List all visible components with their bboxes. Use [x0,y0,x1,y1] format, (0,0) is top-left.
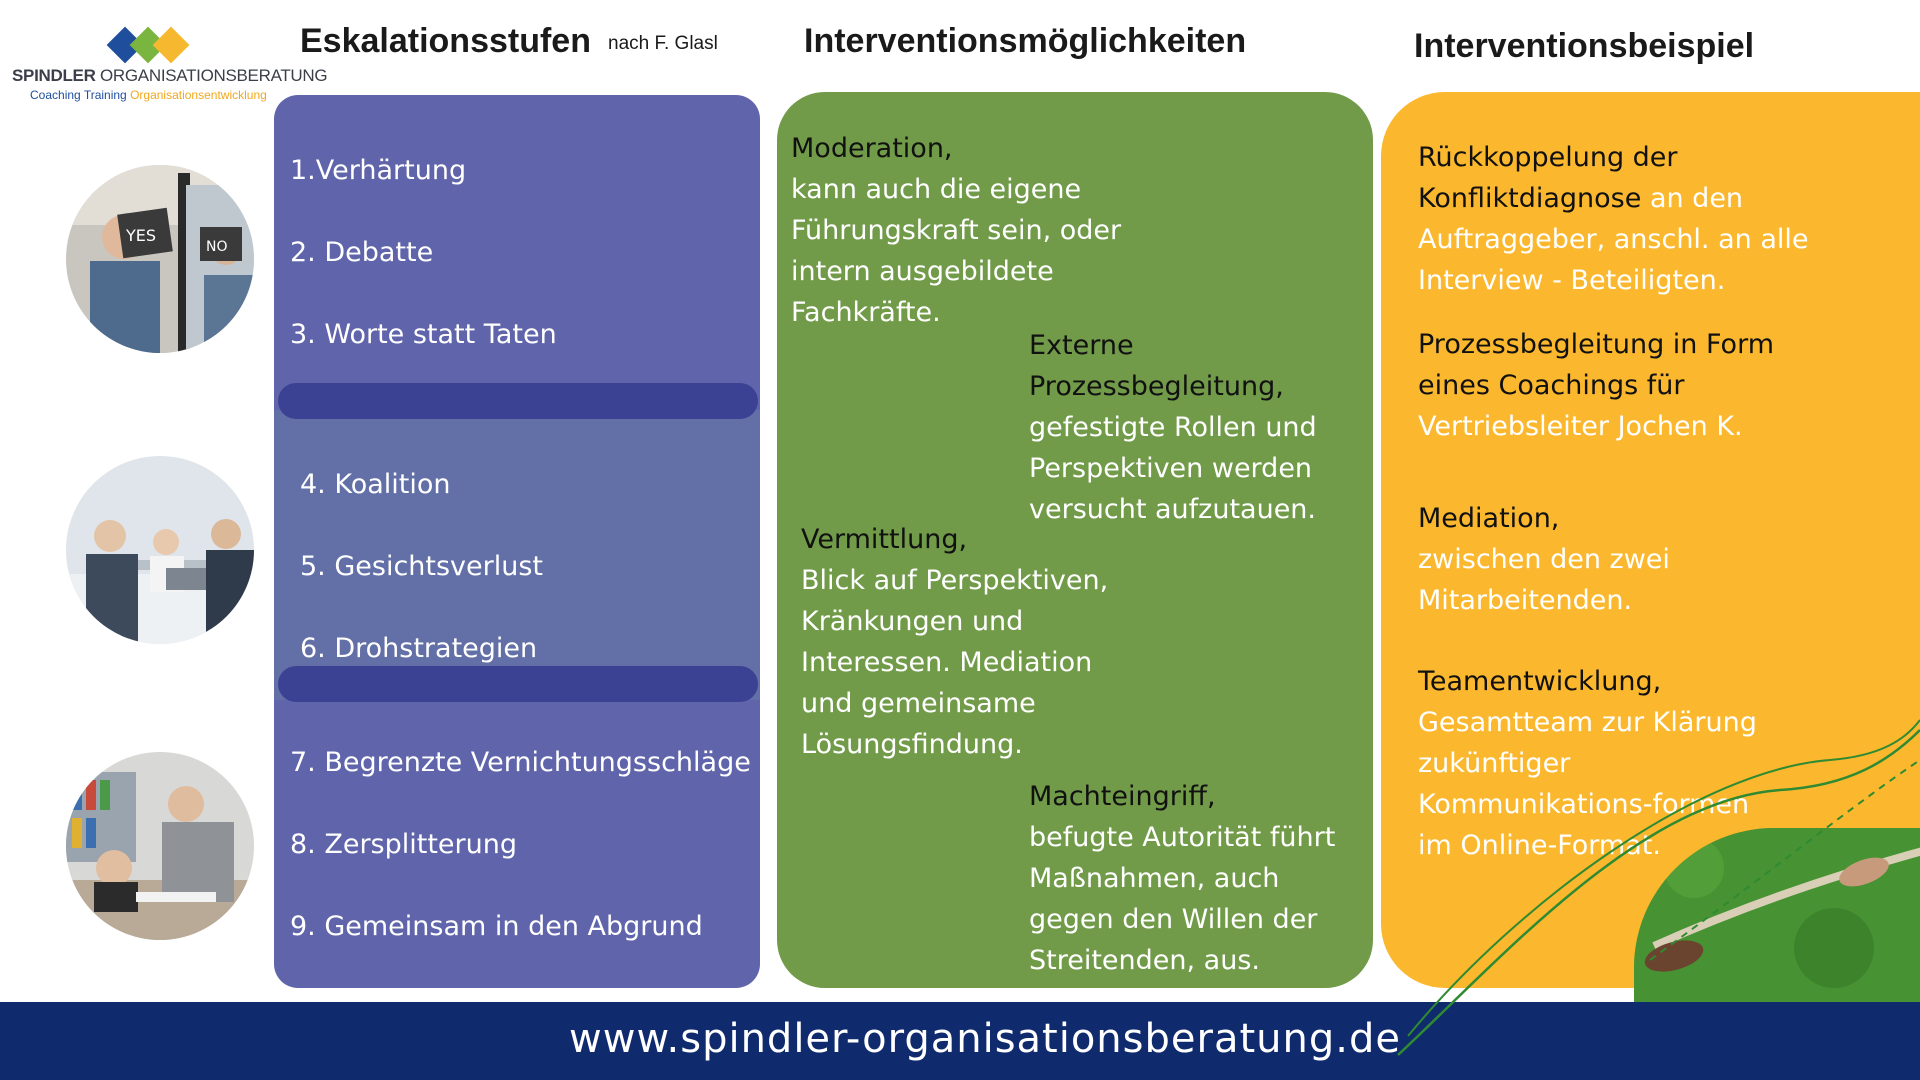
header-interventions: Interventionsmöglichkeiten [804,22,1247,60]
stage-3: 3. Worte statt Taten [290,319,557,350]
intervention-external-title: Externe Prozessbegleitung, [1029,330,1284,402]
example-feedback: Rückkoppelung der Konfliktdiagnose an de… [1418,137,1838,301]
logo-diamonds-icon [106,26,190,64]
example-coaching: Prozessbegleitung in Form eines Coaching… [1418,324,1818,447]
example-feedback-text: an den Auftraggeber, anschl. an alle Int… [1418,183,1809,296]
photo-yes-no-conflict: YES NO [66,165,254,353]
header-escalation-stages: Eskalationsstufen [300,22,591,60]
example-feedback-title: Rückkoppelung der Konfliktdiagnose [1418,142,1678,214]
intervention-mediation-text: Blick auf Perspektiven, Kränkungen und I… [801,565,1109,760]
intervention-moderation: Moderation, kann auch die eigene Führung… [791,128,1131,333]
stage-divider-1 [278,383,758,419]
sign-no-text: NO [206,239,228,255]
photo-office-dispute [66,752,254,940]
intervention-power-title: Machteingriff, [1029,781,1216,812]
stage-4: 4. Koalition [300,469,451,500]
stage-5: 5. Gesichtsverlust [300,551,544,582]
header-escalation-source: nach F. Glasl [608,33,718,54]
stage-6: 6. Drohstrategien [300,633,538,664]
stage-7: 7. Begrenzte Vernichtungsschläge [290,747,751,778]
example-team-text: Gesamtteam zur Klärung zukünftiger Kommu… [1418,707,1757,861]
sign-yes-text: YES [125,226,156,245]
example-mediation-title: Mediation, [1418,503,1560,534]
intervention-mediation: Vermittlung, Blick auf Perspektiven, Krä… [801,519,1131,765]
stage-divider-2 [278,666,758,702]
example-team: Teamentwicklung, Gesamtteam zur Klärung … [1418,661,1768,866]
logo-tagline: Coaching Training Organisationsentwicklu… [30,88,267,102]
intervention-moderation-title: Moderation, [791,133,953,164]
stage-group-2 [274,410,760,700]
example-mediation-text: zwischen den zwei Mitarbeitenden. [1418,544,1670,616]
stage-2: 2. Debatte [290,237,434,268]
photo-meeting [66,456,254,644]
logo-name: SPINDLER ORGANISATIONSBERATUNG [12,66,328,85]
interventions-panel [777,92,1373,988]
footer-website-link[interactable]: www.spindler-organisationsberatung.de [569,1016,1401,1062]
stage-1: 1.Verhärtung [290,155,467,186]
intervention-power-text: befugte Autorität führt Maßnahmen, auch … [1029,822,1336,976]
intervention-moderation-text: kann auch die eigene Führungskraft sein,… [791,174,1122,328]
intervention-external-text: gefestigte Rollen und Perspektiven werde… [1029,412,1317,525]
example-coaching-title: Prozessbegleitung in Form eines Coaching… [1418,329,1774,401]
intervention-external: Externe Prozessbegleitung, gefestigte Ro… [1029,325,1339,530]
example-mediation: Mediation, zwischen den zwei Mitarbeiten… [1418,498,1758,621]
example-coaching-text: Vertriebsleiter Jochen K. [1418,411,1743,442]
example-team-title: Teamentwicklung, [1418,666,1662,697]
header-examples: Interventionsbeispiel [1414,27,1755,65]
intervention-power: Machteingriff, befugte Autorität führt M… [1029,776,1359,981]
intervention-mediation-title: Vermittlung, [801,524,968,555]
stage-8: 8. Zersplitterung [290,829,518,860]
company-logo: SPINDLER ORGANISATIONSBERATUNG Coaching … [8,22,328,112]
stage-9: 9. Gemeinsam in den Abgrund [290,911,703,942]
